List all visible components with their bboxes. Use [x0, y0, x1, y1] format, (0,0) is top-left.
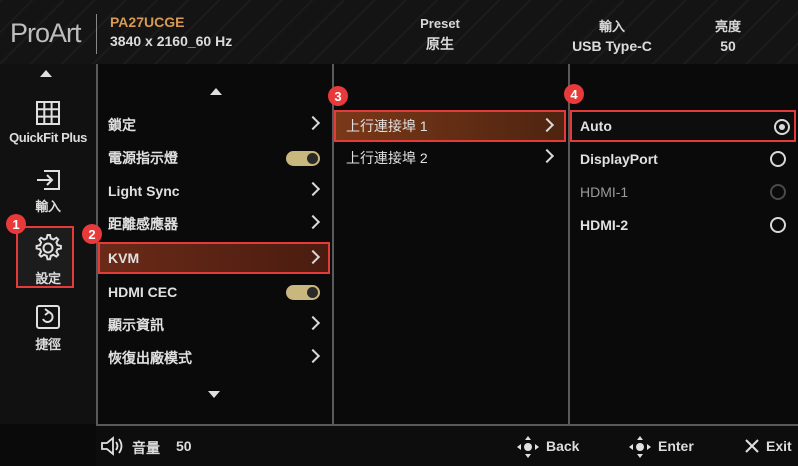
menu-item-label: KVM	[108, 250, 140, 266]
brightness-value: 50	[720, 38, 736, 54]
speaker-icon	[101, 436, 123, 456]
menu-item-display-info[interactable]: 顯示資訊	[98, 310, 330, 340]
input-status: 輸入 USB Type-C	[562, 16, 662, 54]
menu-scroll-down-icon[interactable]	[208, 391, 220, 398]
model-name: PA27UCGE	[110, 14, 185, 30]
nav-item-quickfit-plus[interactable]: QuickFit Plus	[0, 100, 96, 145]
menu-item-label: HDMI CEC	[108, 284, 178, 300]
volume-value: 50	[176, 438, 192, 454]
radio-icon[interactable]	[770, 217, 786, 233]
settings-menu-column	[96, 64, 332, 424]
submenu-item-upstream-1[interactable]: 上行連接埠 1	[334, 110, 566, 142]
kvm-submenu-column	[332, 64, 568, 424]
input-icon	[37, 170, 60, 190]
enter-label[interactable]: Enter	[658, 438, 694, 454]
nav-label-settings: 設定	[35, 271, 61, 286]
step-badge-3: 3	[328, 86, 348, 106]
brightness-status: 亮度 50	[700, 16, 756, 54]
chevron-right-icon	[305, 115, 321, 131]
step-badge-4: 4	[564, 84, 584, 104]
menu-item-proximity-sensor[interactable]: 距離感應器	[98, 209, 330, 239]
joystick-enter-icon	[629, 436, 651, 458]
nav-label-shortcut: 捷徑	[35, 337, 61, 352]
radio-icon[interactable]	[770, 151, 786, 167]
menu-scroll-up-icon[interactable]	[210, 88, 222, 95]
menu-item-label: 顯示資訊	[108, 317, 164, 333]
nav-item-shortcut[interactable]: 捷徑	[0, 304, 96, 353]
option-label: Auto	[580, 118, 612, 134]
submenu-item-upstream-2[interactable]: 上行連接埠 2	[334, 143, 566, 173]
preset-value: 原生	[426, 36, 454, 52]
chevron-right-icon	[305, 348, 321, 364]
menu-item-lock[interactable]: 鎖定	[98, 110, 330, 140]
option-label: HDMI-1	[580, 184, 629, 200]
chevron-right-icon	[539, 117, 555, 133]
input-label: 輸入	[598, 19, 625, 34]
back-label[interactable]: Back	[546, 438, 580, 454]
nav-item-settings[interactable]: 設定	[0, 232, 96, 287]
joystick-back-icon	[517, 436, 539, 458]
chevron-right-icon	[539, 148, 555, 164]
nav-selection-frame	[16, 226, 74, 288]
menu-item-label: 鎖定	[108, 117, 136, 133]
option-hdmi-1: HDMI-1	[570, 177, 796, 207]
radio-checked-icon[interactable]	[774, 119, 790, 135]
brightness-label: 亮度	[714, 19, 741, 34]
input-value: USB Type-C	[572, 38, 652, 54]
menu-item-hdmi-cec[interactable]: HDMI CEC	[98, 277, 330, 307]
nav-label-quickfit-plus: QuickFit Plus	[9, 130, 87, 145]
menu-item-label: 距離感應器	[108, 216, 178, 232]
radio-disabled-icon	[770, 184, 786, 200]
header-divider	[96, 14, 97, 54]
step-badge-1: 1	[6, 214, 26, 234]
option-displayport[interactable]: DisplayPort	[570, 144, 796, 174]
submenu-item-label: 上行連接埠 2	[346, 150, 428, 166]
grid-icon	[36, 101, 60, 125]
option-label: DisplayPort	[580, 151, 658, 167]
nav-scroll-up-icon[interactable]	[40, 70, 52, 77]
chevron-right-icon	[305, 181, 321, 197]
chevron-right-icon	[305, 249, 321, 265]
menu-item-factory-reset[interactable]: 恢復出廠模式	[98, 343, 330, 373]
preset-status: Preset 原生	[405, 16, 475, 54]
volume-label: 音量	[132, 440, 160, 456]
power-indicator-toggle[interactable]	[286, 151, 320, 166]
menu-item-power-indicator[interactable]: 電源指示燈	[98, 143, 330, 173]
menu-item-kvm[interactable]: KVM	[98, 242, 330, 274]
nav-item-input[interactable]: 輸入	[0, 168, 96, 215]
header-bar: ProArt PA27UCGE 3840 x 2160_60 Hz Preset…	[0, 0, 798, 64]
gear-icon	[35, 234, 62, 261]
shortcut-icon	[36, 305, 60, 329]
menu-item-label: 恢復出廠模式	[108, 350, 192, 366]
resolution-readout: 3840 x 2160_60 Hz	[110, 33, 233, 49]
close-icon	[745, 439, 759, 453]
upstream-options-column	[568, 64, 798, 424]
preset-label: Preset	[420, 16, 460, 31]
option-auto[interactable]: Auto	[570, 110, 796, 142]
hdmi-cec-toggle[interactable]	[286, 285, 320, 300]
exit-label[interactable]: Exit	[766, 438, 792, 454]
option-hdmi-2[interactable]: HDMI-2	[570, 210, 796, 240]
submenu-item-label: 上行連接埠 1	[346, 118, 428, 134]
option-label: HDMI-2	[580, 217, 629, 233]
menu-item-label: 電源指示燈	[108, 150, 178, 166]
footer-bar: 音量 50 Back Enter Exit	[96, 424, 798, 466]
menu-item-label: Light Sync	[108, 183, 180, 199]
chevron-right-icon	[305, 315, 321, 331]
menu-item-light-sync[interactable]: Light Sync	[98, 176, 330, 206]
nav-label-input: 輸入	[35, 199, 61, 214]
proart-logo: ProArt	[10, 18, 82, 48]
chevron-right-icon	[305, 214, 321, 230]
step-badge-2: 2	[82, 224, 102, 244]
